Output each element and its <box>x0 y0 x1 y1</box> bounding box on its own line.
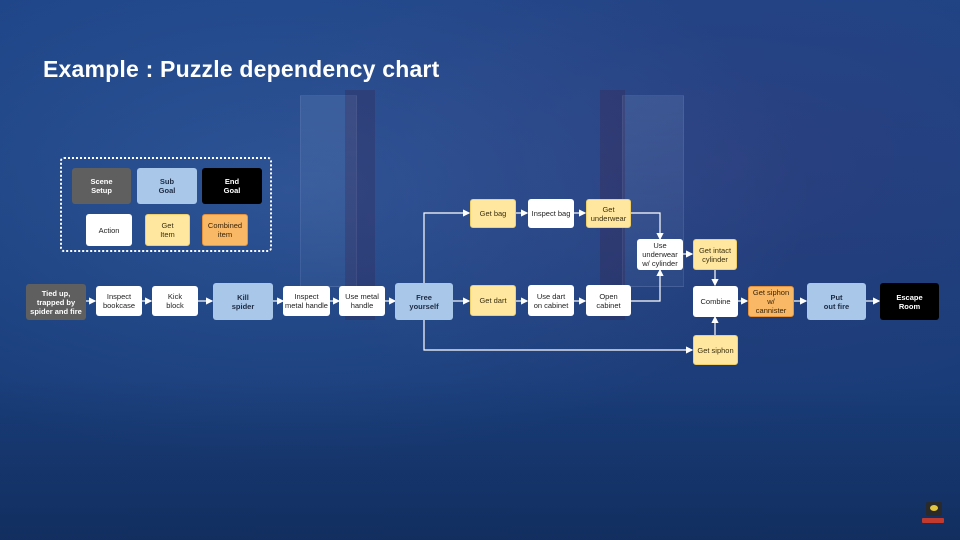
node-escape-room: Escape Room <box>880 283 939 320</box>
curtain-left <box>345 90 375 320</box>
subscribe-badge <box>922 518 944 523</box>
channel-logo <box>926 502 942 516</box>
arrow-open-cabinet-to-use-underwear <box>631 268 664 302</box>
legend: Scene Setup Sub Goal End Goal Action Get… <box>60 157 272 252</box>
node-get-siphon: Get siphon <box>693 335 738 365</box>
node-combine: Combine <box>693 286 738 317</box>
node-get-intact-cylinder: Get intact cylinder <box>693 239 737 270</box>
legend-end-goal: End Goal <box>202 168 262 204</box>
legend-get-item: Get Item <box>145 214 190 246</box>
node-kill-spider: Kill spider <box>213 283 273 320</box>
node-use-dart-on-cabinet: Use dart on cabinet <box>528 285 574 316</box>
node-get-dart: Get dart <box>470 285 516 316</box>
node-inspect-bag: Inspect bag <box>528 199 574 228</box>
node-get-siphon-with-cannister: Get siphon w/ cannister <box>748 286 794 317</box>
legend-scene-setup: Scene Setup <box>72 168 131 204</box>
node-put-out-fire: Put out fire <box>807 283 866 320</box>
node-use-underwear-with-cylinder: Use underwear w/ cylinder <box>637 239 683 270</box>
arrow-underwear-to-use-underwear <box>631 212 664 241</box>
arrow-free-to-get-bag <box>423 209 471 283</box>
node-open-cabinet: Open cabinet <box>586 285 631 316</box>
node-use-metal-handle: Use metal handle <box>339 286 385 316</box>
logo-mark <box>930 505 938 511</box>
arrow-free-to-get-siphon <box>423 319 694 354</box>
node-inspect-bookcase: Inspect bookcase <box>96 286 142 316</box>
window-left <box>300 95 357 287</box>
floor <box>0 380 960 540</box>
page-title: Example : Puzzle dependency chart <box>43 56 440 82</box>
node-inspect-metal-handle: Inspect metal handle <box>283 286 330 316</box>
legend-combined-item: Combined item <box>202 214 248 246</box>
legend-action: Action <box>86 214 132 246</box>
node-tied-up: Tied up, trapped by spider and fire <box>26 284 86 320</box>
node-free-yourself: Free yourself <box>395 283 453 320</box>
node-kick-block: Kick block <box>152 286 198 316</box>
node-get-underwear: Get underwear <box>586 199 631 228</box>
node-get-bag: Get bag <box>470 199 516 228</box>
legend-sub-goal: Sub Goal <box>137 168 197 204</box>
